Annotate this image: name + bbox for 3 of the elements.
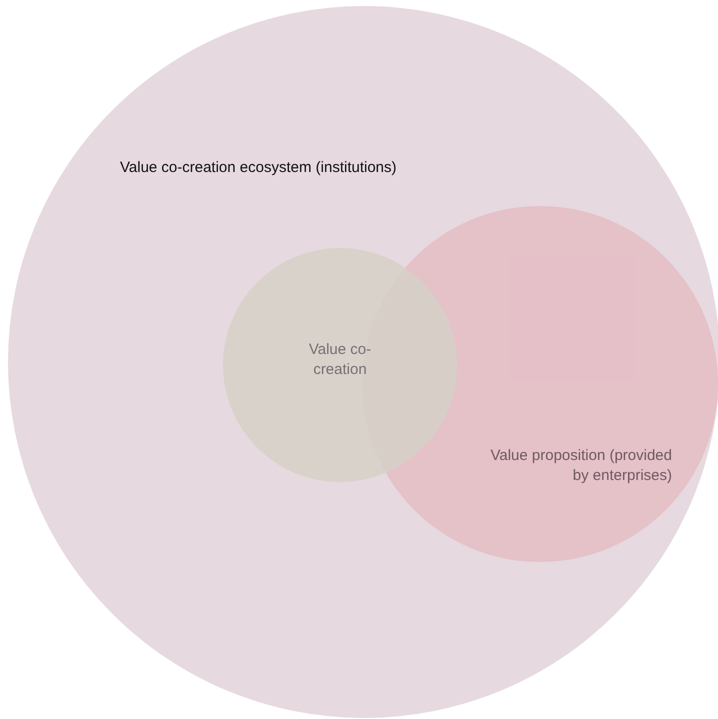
circle-label: Value co-creation: [308, 340, 372, 380]
circle-label: Value co-creation ecosystem (institutions): [120, 158, 398, 178]
circle-label: Value proposition (provided by enterprises): [489, 446, 672, 486]
